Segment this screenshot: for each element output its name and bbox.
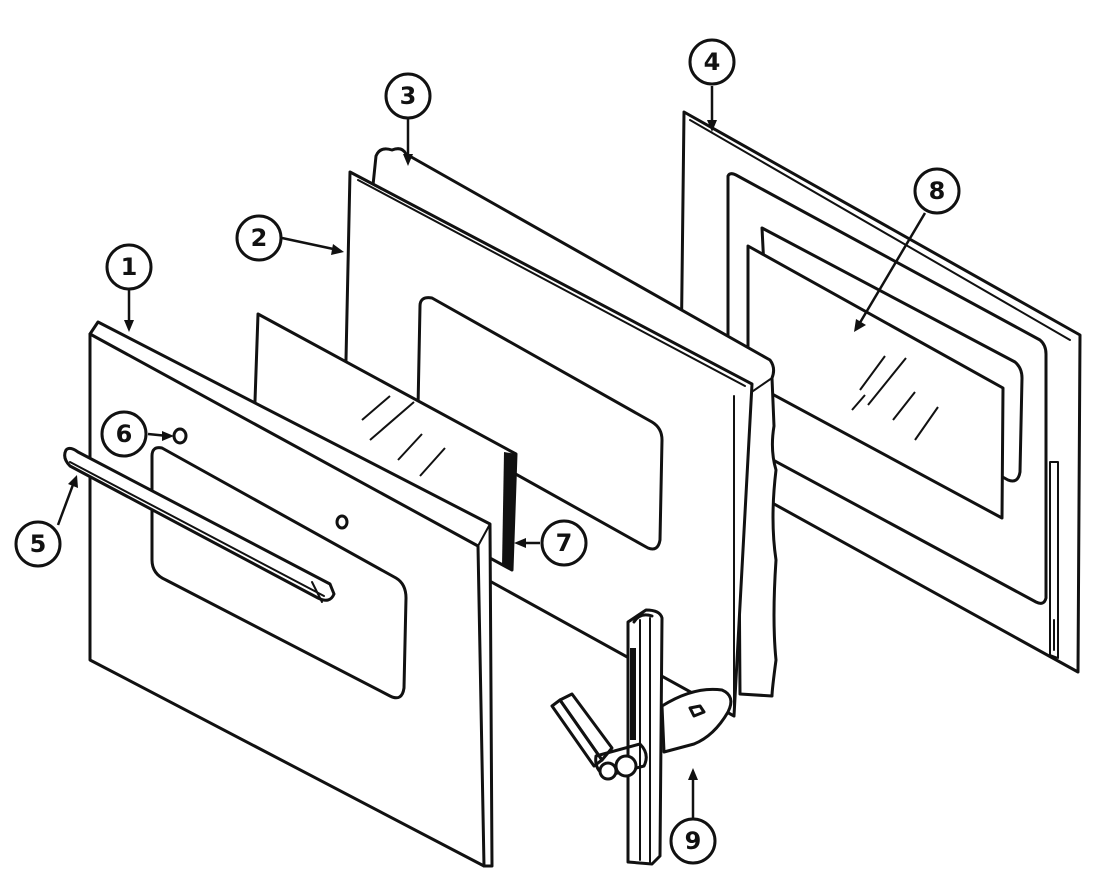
callout-8-label: 8	[929, 177, 946, 205]
callout-3: 3	[384, 72, 432, 120]
callout-5-label: 5	[30, 530, 47, 558]
callout-7: 7	[540, 519, 588, 567]
callout-leaders	[56, 86, 927, 818]
callout-2-label: 2	[251, 224, 268, 252]
door-plug	[172, 427, 188, 445]
callout-6-label: 6	[116, 420, 133, 448]
outer-door	[88, 320, 494, 868]
callout-3-label: 3	[400, 82, 417, 110]
door-hinge	[550, 608, 733, 866]
callout-1-label: 1	[121, 253, 138, 281]
callout-9-label: 9	[685, 827, 702, 855]
callout-4: 4	[688, 38, 736, 86]
callout-1: 1	[105, 243, 153, 291]
callout-9: 9	[669, 817, 717, 865]
callout-5: 5	[14, 520, 62, 568]
inner-glass	[746, 226, 1024, 520]
callout-7-label: 7	[556, 529, 573, 557]
callout-2: 2	[235, 214, 283, 262]
door-handle	[63, 446, 336, 603]
callout-8: 8	[913, 167, 961, 215]
callout-4-label: 4	[704, 48, 721, 76]
callout-6: 6	[100, 410, 148, 458]
